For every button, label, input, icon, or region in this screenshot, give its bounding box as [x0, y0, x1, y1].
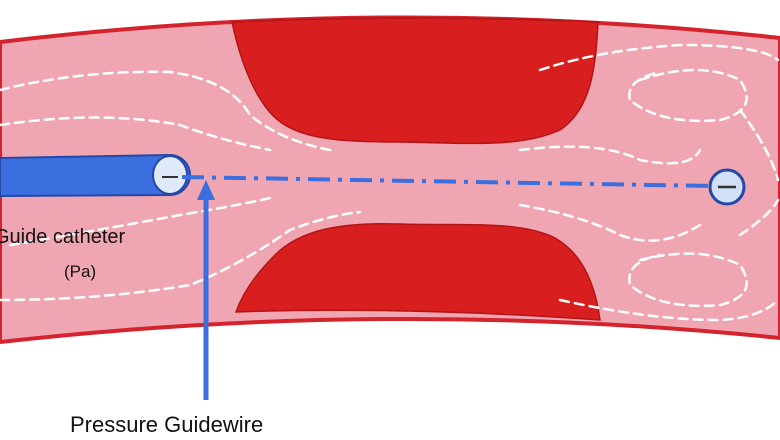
- plaque-bottom: [234, 222, 601, 321]
- guidewire-arrow: [197, 180, 215, 400]
- guide-catheter-label: Guide catheter: [0, 226, 126, 248]
- guide-catheter: [0, 153, 191, 198]
- guide-catheter-pa-label: (Pa): [64, 262, 96, 281]
- blood-flow-lines: [0, 43, 780, 322]
- pressure-sensor: [708, 168, 746, 206]
- pressure-guidewire-label: Pressure Guidewire: [70, 412, 263, 437]
- pressure-guidewire-line: [181, 175, 713, 188]
- plaque-top: [231, 17, 599, 145]
